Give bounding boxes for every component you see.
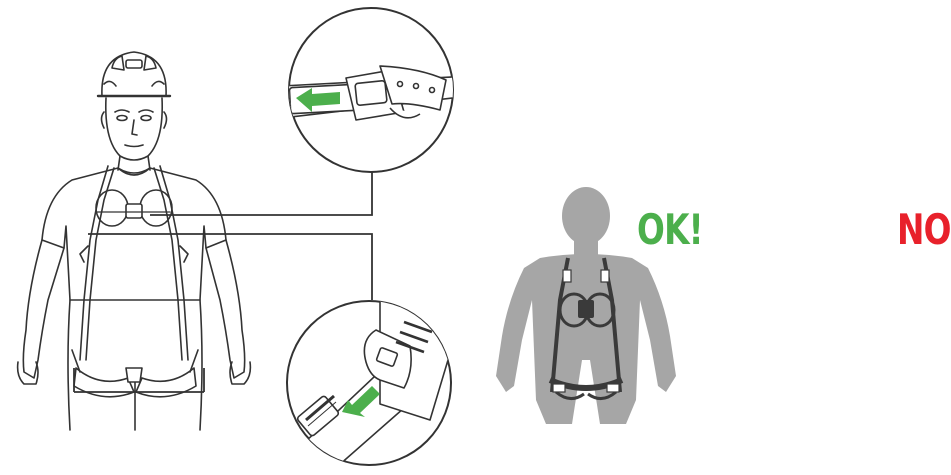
- harness-line-art: [72, 166, 198, 397]
- right-arm: [206, 240, 245, 378]
- ok-verdict-label: OK!: [637, 205, 703, 254]
- face: [102, 98, 167, 160]
- left-arm: [23, 240, 64, 378]
- helmet: [98, 52, 170, 96]
- no-verdict-label: NO: [897, 205, 951, 254]
- person-line-art: [18, 52, 251, 430]
- chest-buckle-callout: [282, 8, 470, 172]
- leg-buckle-callout: [286, 300, 460, 471]
